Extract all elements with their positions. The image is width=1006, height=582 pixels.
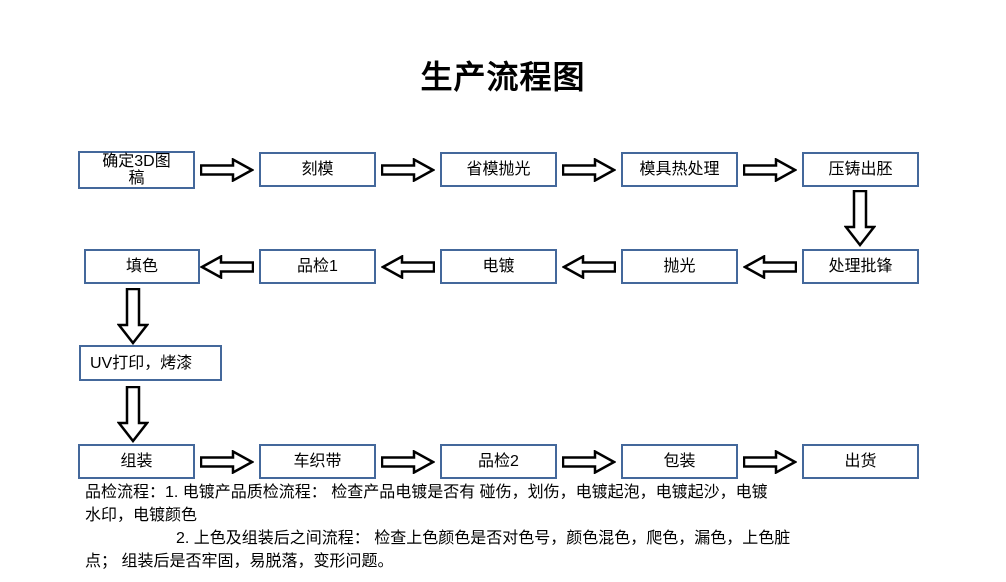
page-title: 生产流程图	[420, 59, 586, 95]
arrow-right-icon	[200, 450, 254, 474]
notes-line: 2. 上色及组装后之间流程： 检查上色颜色是否对色号，颜色混色，爬色，漏色，上色…	[176, 530, 791, 547]
box-mold-saving-polish: 省模抛光	[440, 152, 557, 187]
arrow-right-icon	[562, 158, 616, 182]
box-die-cast-blank: 压铸出胚	[802, 152, 919, 187]
box-mold-heat-treatment: 模具热处理	[621, 152, 738, 187]
box-sew-ribbon: 车织带	[259, 444, 376, 479]
box-fill-color: 填色	[84, 249, 200, 284]
arrow-right-icon	[381, 158, 435, 182]
quality-check-notes: 品检流程：1. 电镀产品质检流程： 检查产品电镀是否有 碰伤，划伤，电镀起泡，电…	[85, 481, 965, 573]
box-electroplate: 电镀	[440, 249, 557, 284]
arrow-down-icon	[844, 190, 876, 247]
box-confirm-3d-artwork: 确定3D图 稿	[78, 151, 195, 189]
arrow-left-icon	[562, 255, 616, 279]
box-assemble: 组装	[78, 444, 195, 479]
notes-line: 品检流程：1. 电镀产品质检流程： 检查产品电镀是否有 碰伤，划伤，电镀起泡，电…	[85, 484, 768, 501]
arrow-left-icon	[200, 255, 254, 279]
arrow-down-icon	[117, 386, 149, 443]
box-quality-check-1: 品检1	[259, 249, 376, 284]
box-uv-print-bake-paint: UV打印，烤漆	[79, 345, 222, 381]
box-quality-check-2: 品检2	[440, 444, 557, 479]
arrow-left-icon	[743, 255, 797, 279]
box-polish: 抛光	[621, 249, 738, 284]
arrow-down-icon	[117, 288, 149, 345]
arrow-right-icon	[562, 450, 616, 474]
arrow-right-icon	[743, 450, 797, 474]
notes-line: 点； 组装后是否牢固，易脱落，变形问题。	[85, 553, 394, 570]
box-ship: 出货	[802, 444, 919, 479]
box-trim-burrs: 处理批锋	[802, 249, 919, 284]
arrow-right-icon	[743, 158, 797, 182]
arrow-left-icon	[381, 255, 435, 279]
notes-line: 水印，电镀颜色	[85, 507, 198, 524]
box-pack: 包装	[621, 444, 738, 479]
arrow-right-icon	[381, 450, 435, 474]
arrow-right-icon	[200, 158, 254, 182]
box-engrave-mold: 刻模	[259, 152, 376, 187]
